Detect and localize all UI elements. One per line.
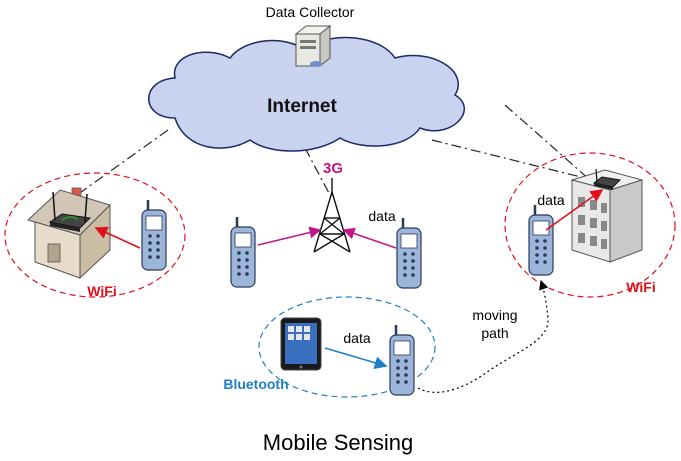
bluetooth-data-arrow — [324, 347, 388, 369]
link-office-internet — [431, 139, 606, 184]
link-home-internet — [69, 129, 169, 201]
cell-arrow-right — [342, 227, 397, 249]
link-tower-internet — [304, 147, 331, 196]
phone-icon — [395, 216, 423, 290]
server-icon — [294, 24, 332, 68]
wifi-office-label: WiFi — [626, 279, 655, 295]
diagram-title: Mobile Sensing — [263, 430, 413, 455]
cell-label: 3G — [323, 160, 343, 177]
phone-icon — [388, 323, 416, 397]
house-icon — [27, 187, 111, 280]
wifi-home-label: WiFi — [87, 283, 116, 299]
internet-links — [69, 104, 606, 201]
phone-icon — [229, 215, 257, 289]
office-data-label: data — [537, 192, 564, 208]
cell-arrow-left — [257, 226, 322, 246]
wifi-office-zone — [504, 152, 676, 298]
bluetooth-data-label: data — [343, 330, 370, 346]
cloud-label: Internet — [267, 96, 337, 117]
office-data-arrow — [545, 189, 604, 231]
router-icon — [592, 168, 622, 190]
bluetooth-zone — [258, 296, 436, 398]
tablet-icon — [280, 317, 322, 371]
wifi-home-zone — [4, 172, 186, 298]
router-icon — [48, 191, 92, 232]
moving-path-label-1: moving — [472, 307, 517, 323]
collector-label: Data Collector — [266, 4, 355, 20]
cell-data-label: data — [368, 208, 395, 224]
tower-icon — [313, 178, 351, 253]
link-office-internet-2 — [504, 104, 591, 181]
phone-icon — [527, 203, 555, 277]
moving-path-curve — [417, 279, 549, 393]
internet-cloud: Internet — [148, 36, 466, 152]
bluetooth-label: Bluetooth — [223, 376, 288, 392]
phone-icon — [140, 198, 168, 272]
moving-path-label-2: path — [481, 325, 508, 341]
home-data-arrow — [94, 226, 141, 249]
